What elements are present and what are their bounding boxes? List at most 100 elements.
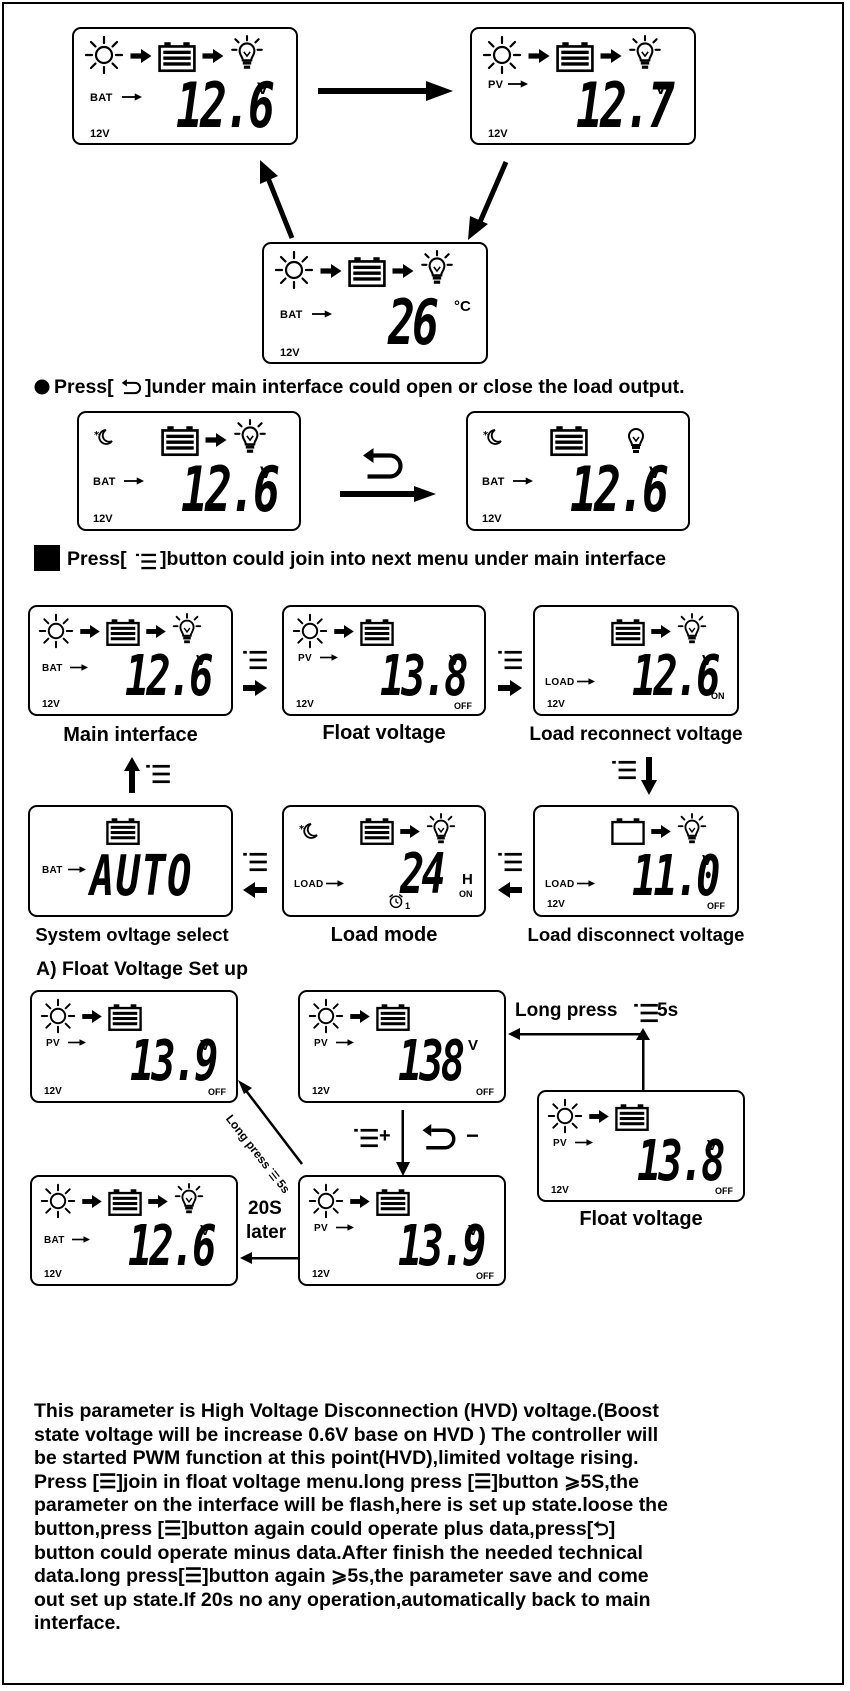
system-voltage-label: 12V [42, 699, 60, 710]
sun-icon [547, 1098, 583, 1134]
arrow-up-left-icon [260, 160, 295, 239]
system-voltage-label: 12V [547, 699, 565, 710]
source-label: BAT [42, 865, 63, 876]
square-bullet-icon [34, 545, 60, 571]
menu-icon [135, 553, 157, 570]
arrow-icon [72, 1235, 90, 1244]
bulb-icon [675, 813, 709, 847]
menu-icon [634, 1003, 658, 1023]
arrow-down-icon [396, 1110, 410, 1176]
voltage-value: 12.6 [181, 453, 280, 526]
caption-load-mode: Load mode [330, 924, 438, 946]
unit-label: V [655, 79, 667, 98]
status-label: OFF [707, 901, 725, 911]
battery-empty-icon [611, 817, 645, 846]
unit-label: H [462, 871, 473, 888]
bulb-icon [418, 250, 456, 288]
system-voltage-label: 12V [280, 347, 300, 359]
caption-float-voltage: Float voltage [322, 722, 446, 744]
sun-icon [292, 613, 328, 649]
lcd-display-battery: BAT 12.6 V 12V [72, 27, 298, 145]
arrow-icon [205, 433, 227, 447]
battery-icon [611, 618, 645, 647]
lcd-display-temperature: BAT 26 °C 12V [262, 242, 488, 364]
lcd-display-load-on: BAT 12.6 V 12V [77, 411, 301, 531]
arrow-icon [68, 865, 86, 874]
menu-icon [498, 650, 522, 670]
arrow-diagonal-icon [238, 1080, 303, 1165]
arrow-left-icon [240, 1252, 298, 1264]
menu-icon [612, 760, 636, 780]
arrow-icon [336, 1223, 354, 1232]
voltage-value: 12.6 [570, 453, 669, 526]
menu-icon [498, 852, 522, 872]
system-voltage-label: 12V [44, 1269, 62, 1280]
return-icon [121, 379, 143, 397]
voltage-value: 12.6 [125, 644, 213, 709]
unit-label: V [707, 1137, 718, 1154]
unit-label: V [200, 1222, 211, 1239]
load-instruction-start: Press[ [54, 376, 114, 398]
bulb-icon [231, 419, 269, 457]
unit-label: V [468, 1222, 479, 1239]
arrow-icon [130, 49, 152, 63]
source-label: BAT [42, 663, 63, 674]
lcd-load-disconnect: LOAD 11.0 V 12V OFF [533, 805, 739, 917]
source-label: BAT [93, 476, 116, 488]
delay-label: 20S [248, 1198, 282, 1219]
arrow-icon [589, 1110, 609, 1123]
arrow-icon [513, 476, 533, 486]
mode-value: AUTO [90, 844, 193, 909]
arrow-icon [122, 92, 142, 102]
battery-icon [108, 1003, 142, 1032]
night-icon [482, 427, 506, 447]
bulb-icon [170, 613, 204, 647]
battery-icon [376, 1003, 410, 1032]
voltage-value: 13.8 [380, 644, 468, 709]
arrow-icon [577, 879, 595, 888]
unit-label: V [468, 1037, 479, 1054]
unit-label: V [257, 79, 269, 98]
arrow-icon [202, 49, 224, 63]
menu-instruction-end: ]button could join into next menu under … [160, 548, 666, 570]
timer-index: 1 [405, 901, 411, 911]
source-label: BAT [44, 1235, 65, 1246]
menu-instruction-start: Press[ [67, 548, 127, 570]
long-press-label: Long press [515, 1000, 618, 1021]
source-label: PV [488, 79, 504, 91]
system-voltage-label: 12V [482, 513, 502, 525]
system-voltage-label: 12V [90, 128, 110, 140]
night-icon [93, 427, 117, 447]
source-label: LOAD [294, 879, 324, 890]
lcd-float-voltage: PV 13.8 V 12V OFF [282, 605, 486, 716]
menu-icon [146, 764, 170, 784]
lcd-load-reconnect: LOAD 12.6 V 12V ON [533, 605, 739, 716]
unit-label: V [449, 652, 460, 669]
sun-icon [482, 35, 522, 75]
caption-system-voltage: System ovltage select [35, 924, 229, 945]
menu-icon [266, 1167, 280, 1181]
menu-icon [354, 1128, 378, 1148]
voltage-value: 12.7 [576, 69, 675, 142]
caption-load-reconnect: Load reconnect voltage [529, 724, 743, 745]
status-label: OFF [476, 1087, 494, 1097]
source-label: PV [553, 1138, 567, 1149]
lcd-main-interface-return: BAT 12.6 V 12V [30, 1175, 238, 1286]
system-voltage-label: 12V [93, 513, 113, 525]
arrow-icon [528, 49, 550, 63]
alarm-clock-icon [388, 893, 404, 909]
bullet-icon [34, 379, 50, 395]
status-label: OFF [208, 1087, 226, 1097]
arrow-icon [350, 1010, 370, 1023]
unit-label: V [200, 1037, 211, 1054]
battery-icon [348, 256, 386, 288]
voltage-value: 138 [398, 1029, 465, 1094]
night-icon [298, 821, 322, 841]
bulb-icon [172, 1183, 206, 1217]
arrow-icon [651, 625, 671, 638]
description-paragraph: This parameter is High Voltage Disconnec… [34, 1400, 668, 1635]
menu-icon [243, 852, 267, 872]
voltage-value: 11.0 [632, 844, 720, 909]
unit-label: V [260, 463, 272, 482]
lcd-main-interface: BAT 12.6 V 12V [28, 605, 233, 716]
